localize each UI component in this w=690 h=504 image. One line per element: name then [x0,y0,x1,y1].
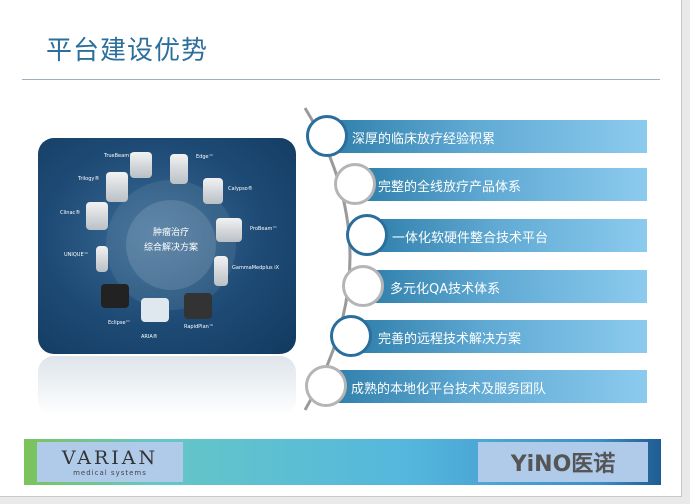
product-label: TrueBeam™ [104,153,135,159]
footer-banner: VARIAN medical systems YiNO医诺 [24,439,661,485]
probeam-image [216,218,242,242]
product-label: Edge™ [196,154,214,160]
bullet-circle [305,365,347,407]
varian-wordmark: VARIAN [61,447,159,469]
advantage-label: 一体化软硬件整合技术平台 [392,231,549,246]
product-label: Calypso® [228,186,253,192]
eclipse-image [101,284,129,308]
inner-ring [126,200,216,290]
advantage-item: 多元化QA技术体系 [342,265,647,307]
edge-image [170,154,188,184]
advantage-item: 完善的远程技术解决方案 [330,315,647,357]
center-line-2: 综合解决方案 [143,243,198,253]
page-title: 平台建设优势 [46,36,209,66]
center-line-1: 肿瘤治疗 [152,228,189,238]
product-label: ARIA® [141,334,158,340]
varian-logo: VARIAN medical systems [37,442,183,482]
aria-image [141,298,169,322]
advantage-item: 深厚的临床放疗经验积累 [306,115,647,157]
advantage-label: 完整的全线放疗产品体系 [378,180,522,195]
product-label: GammaMedplus iX [232,265,280,271]
calypso-image [203,178,223,204]
gammamed-image [214,256,228,286]
bullet-circle [346,214,388,256]
advantage-item: 完整的全线放疗产品体系 [334,163,647,205]
advantage-item: 一体化软硬件整合技术平台 [346,214,647,256]
advantage-item: 成熟的本地化平台技术及服务团队 [305,365,647,407]
trilogy-image [106,172,128,202]
diagram-center: 肿瘤治疗 综合解决方案 [131,226,211,256]
yino-logo: YiNO医诺 [478,442,648,482]
slide: 平台建设优势 肿瘤治疗 综合解决方案 TrueBeam™ Edge™ Calyp… [0,0,682,497]
product-label: UNIQUE™ [64,252,89,258]
bullet-circle [334,163,376,205]
bullet-circle [330,315,372,357]
divider [22,79,660,80]
bullet-circle [342,265,384,307]
product-label: ProBeam™ [250,226,278,232]
advantage-label: 完善的远程技术解决方案 [378,332,522,347]
advantage-label: 深厚的临床放疗经验积累 [352,132,496,147]
bullet-circle [306,115,348,157]
clinac-image [86,202,108,230]
unique-image [96,246,108,272]
advantage-label: 多元化QA技术体系 [390,282,501,297]
product-label: Clinac® [60,210,81,216]
diagram-reflection [38,356,296,416]
advantage-label: 成熟的本地化平台技术及服务团队 [351,382,547,397]
product-label: Trilogy® [78,176,100,182]
truebeam-image [130,152,152,178]
varian-subtitle: medical systems [73,469,147,477]
product-label: Eclipse™ [108,320,131,326]
solution-diagram: 肿瘤治疗 综合解决方案 TrueBeam™ Edge™ Calypso® Pro… [38,138,296,354]
rapidplan-image [184,293,212,319]
product-label: RapidPlan™ [184,324,214,330]
